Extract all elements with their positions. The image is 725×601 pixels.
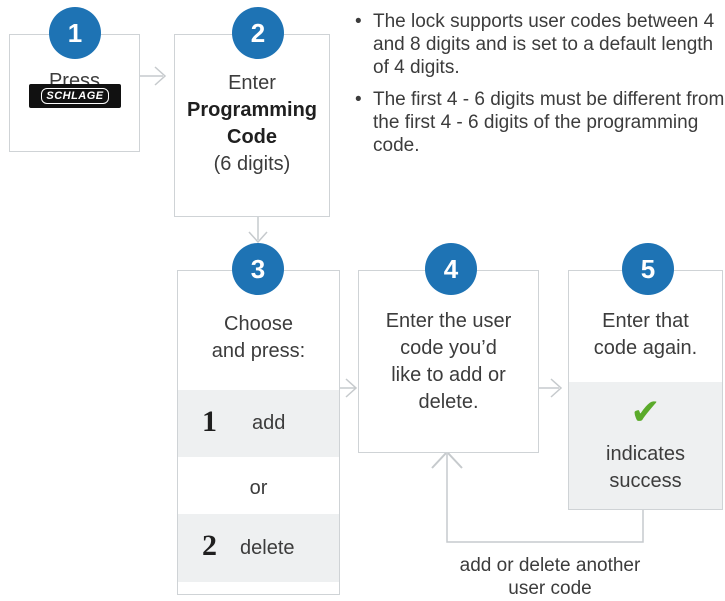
step3-key-1: 1 [202,405,217,438]
step3-choose: Choose [224,313,293,335]
step2-box [174,34,330,217]
arrowhead-step1-to-step2 [154,66,167,86]
step4-line: code you’d [400,337,497,359]
step5-success-band [569,382,722,509]
step2-enter: Enter [228,72,276,94]
step3-add-label: add [252,412,286,434]
step3-delete-label: delete [240,537,295,559]
step2-code: Code [227,126,277,148]
step3-option-add-band [178,390,339,457]
arrowhead-step2-to-step3 [248,231,268,244]
loop-label-line1: add or delete another [459,555,641,576]
step2-digits: (6 digits) [213,153,291,175]
step5-success: success [609,470,682,492]
step4-line: like to add or [391,364,506,386]
step4-line: delete. [418,391,479,413]
step5-badge: 5 [622,243,674,295]
step3-key-2: 2 [202,529,217,562]
loop-label-line2: user code [508,578,592,599]
step4-box [358,270,539,453]
note-item: • The lock supports user codes between 4 … [355,10,725,79]
schlage-logo-text: SCHLAGE [41,88,109,104]
step5-indicates: indicates [606,443,685,465]
checkmark-icon: ✔ [630,391,661,432]
schlage-logo: SCHLAGE [29,84,121,108]
step2-badge: 2 [232,7,284,59]
step3-badge: 3 [232,243,284,295]
note-item: • The first 4 - 6 digits must be differen… [355,88,725,157]
step3-or: or [249,477,268,499]
step1-badge: 1 [49,7,101,59]
step4-badge: 4 [425,243,477,295]
step3-and-press: and press: [211,340,306,362]
step2-programming: Programming [186,99,318,121]
step5-code-again: code again. [593,337,698,359]
loop-back-line [446,454,644,543]
note-text: The first 4 - 6 digits must be different… [373,89,725,156]
step3-option-delete-band [178,514,339,582]
arrowhead-step3-to-step4 [345,378,358,398]
note-text: The lock supports user codes between 4 a… [373,11,715,78]
arrowhead-step4-to-step5 [550,378,563,398]
notes-list: • The lock supports user codes between 4 … [355,10,725,166]
step5-enter-that: Enter that [602,310,689,332]
bullet-dot: • [355,11,362,32]
bullet-dot: • [355,89,362,110]
step4-line: Enter the user [385,310,512,332]
